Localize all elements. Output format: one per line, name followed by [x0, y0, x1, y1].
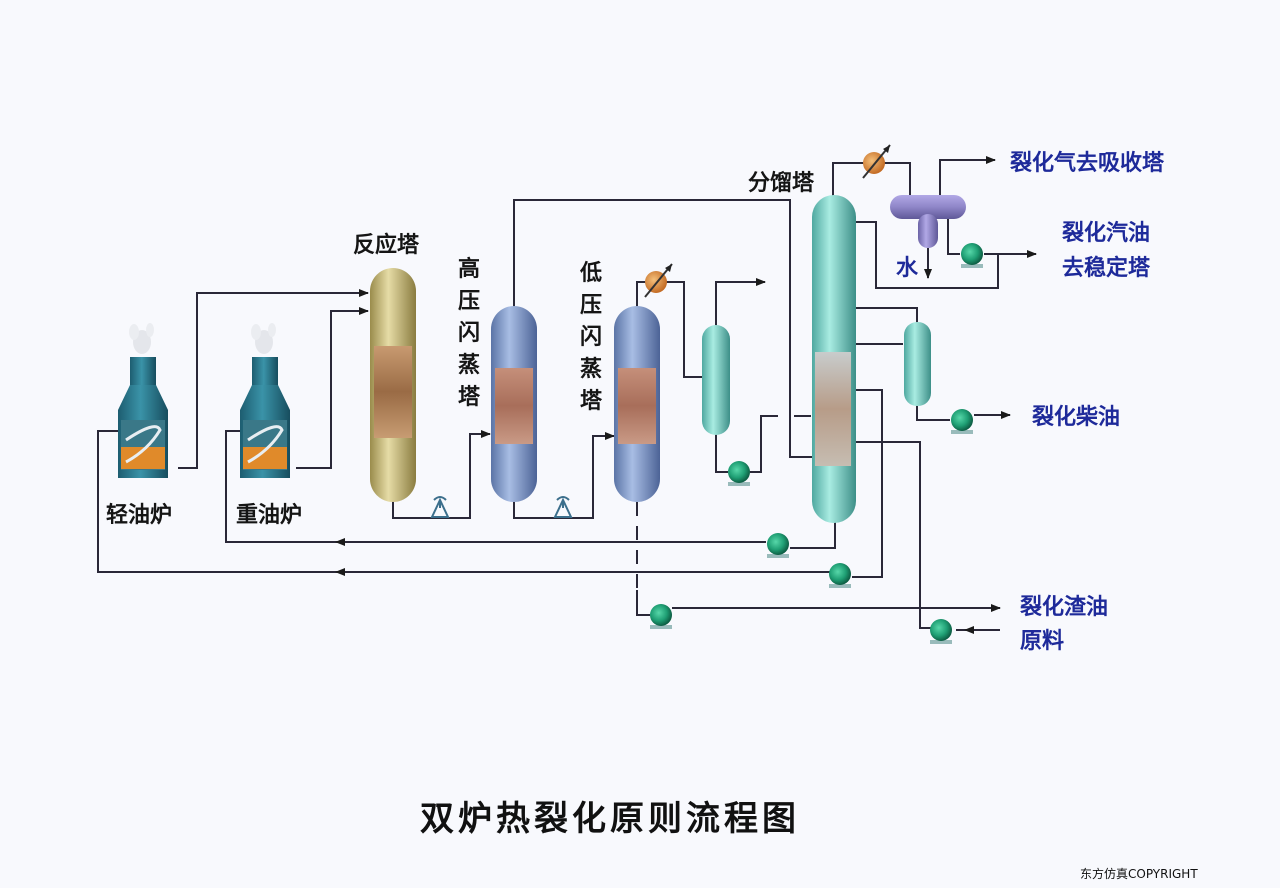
small-separator-drum[interactable]	[702, 325, 730, 435]
gas-water-separator[interactable]	[890, 195, 966, 279]
heavy-oil-furnace[interactable]	[240, 323, 290, 478]
water-label: 水	[896, 255, 919, 281]
fractionator[interactable]	[812, 195, 856, 523]
light-oil-furnace-label: 轻油炉	[106, 502, 172, 528]
pipes	[97, 156, 1037, 634]
reaction-tower[interactable]	[370, 268, 416, 502]
svg-text:蒸: 蒸	[458, 352, 480, 378]
svg-text:塔: 塔	[458, 384, 481, 410]
stream-cracked-gas: 裂化气去吸收塔	[1010, 150, 1165, 176]
svg-text:闪: 闪	[580, 324, 602, 350]
svg-text:压: 压	[458, 288, 480, 314]
copyright-text: 东方仿真COPYRIGHT	[1080, 866, 1198, 881]
diagram-title: 双炉热裂化原则流程图	[420, 799, 800, 839]
svg-text:高: 高	[458, 256, 480, 282]
reaction-tower-label: 反应塔	[353, 232, 420, 258]
hp-flash-tower[interactable]	[491, 306, 537, 502]
stream-cracked-gasoline-line2: 去稳定塔	[1062, 255, 1151, 281]
heat-exchanger-icon-2[interactable]	[862, 144, 891, 179]
stream-feedstock: 原料	[1020, 628, 1064, 654]
hp-flash-tower-label: 高 压 闪 蒸 塔	[458, 256, 481, 410]
fractionator-label: 分馏塔	[748, 170, 815, 196]
pump-icon[interactable]	[930, 619, 952, 644]
pump-icon[interactable]	[961, 243, 983, 268]
svg-text:塔: 塔	[580, 388, 603, 414]
pump-icon[interactable]	[829, 563, 851, 588]
light-oil-furnace[interactable]	[118, 323, 168, 478]
smoke-icon	[251, 323, 276, 354]
svg-text:低: 低	[579, 260, 602, 286]
smoke-icon	[129, 323, 154, 354]
svg-text:压: 压	[580, 292, 602, 318]
stream-cracked-residue: 裂化渣油	[1020, 594, 1108, 620]
svg-text:蒸: 蒸	[580, 356, 602, 382]
heat-exchanger-icon-1[interactable]	[644, 263, 673, 298]
stream-cracked-gasoline-line1: 裂化汽油	[1062, 220, 1150, 246]
control-valve-1[interactable]	[430, 496, 450, 518]
lp-flash-tower[interactable]	[614, 306, 660, 502]
diesel-stripper[interactable]	[904, 322, 931, 406]
control-valve-2[interactable]	[553, 496, 573, 518]
svg-text:闪: 闪	[458, 320, 480, 346]
stream-cracked-diesel: 裂化柴油	[1032, 404, 1120, 430]
pump-icon[interactable]	[650, 604, 672, 629]
lp-flash-tower-label: 低 压 闪 蒸 塔	[579, 260, 603, 414]
heavy-oil-furnace-label: 重油炉	[236, 502, 302, 528]
pump-icon[interactable]	[951, 409, 973, 434]
pump-icon[interactable]	[767, 533, 789, 558]
pump-icon[interactable]	[728, 461, 750, 486]
